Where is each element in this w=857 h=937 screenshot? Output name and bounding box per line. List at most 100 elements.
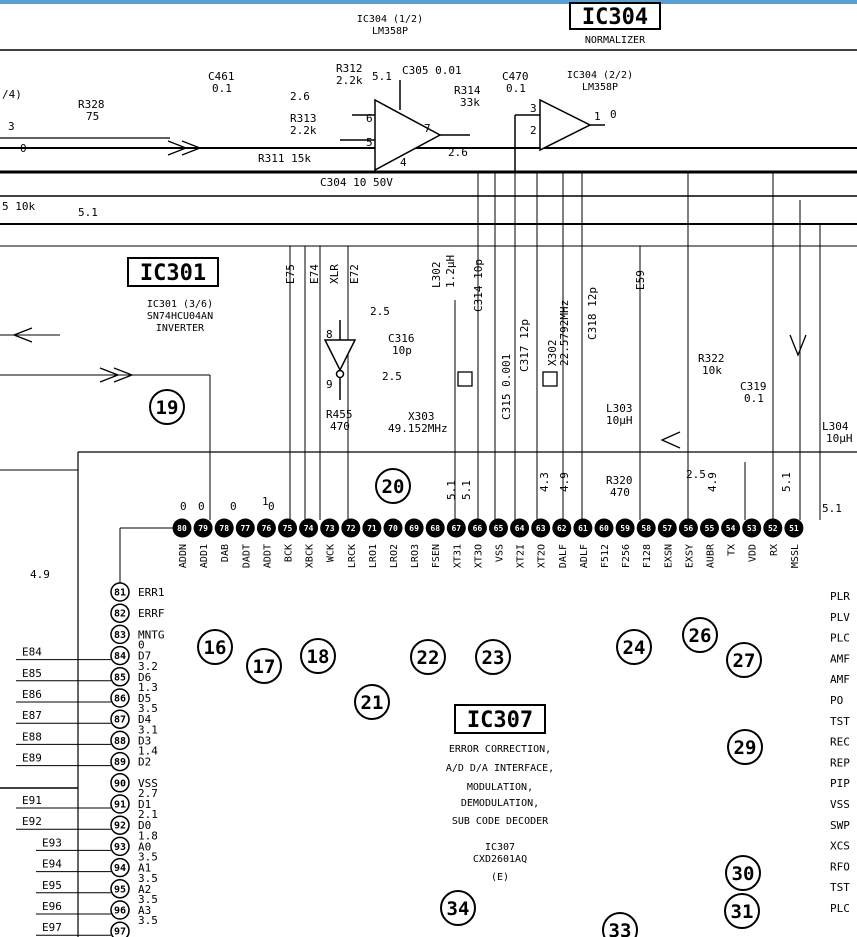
pin-marker [278, 518, 297, 538]
pin-name: LRO1 [368, 544, 379, 568]
edge-label: E89 [22, 752, 42, 765]
pin-number: 55 [705, 524, 715, 533]
callout-number: 16 [204, 637, 227, 659]
c318-label: C318 12p [586, 287, 599, 340]
pin-number: 53 [747, 524, 757, 533]
pin-marker [763, 518, 783, 538]
c319-value: 0.1 [744, 392, 764, 405]
pin-marker [362, 518, 382, 538]
pin-name: AUBR [706, 543, 717, 568]
volt-2-5-b: 2.5 [382, 370, 402, 383]
pin-marker [172, 518, 192, 538]
edge-label: E92 [22, 815, 42, 828]
r312-value: 2.2k [336, 74, 363, 87]
pin-number: 80 [177, 524, 187, 533]
pin-number: 58 [641, 524, 651, 533]
callout-number: 29 [734, 737, 757, 759]
pin-number: 90 [114, 778, 126, 789]
right-pin-label: AMF [830, 673, 850, 686]
edge-e59: E59 [634, 270, 647, 290]
left-edge-labels: /4) 3 5 10k 5.1 0 [2, 88, 98, 219]
pin-marker [467, 518, 487, 538]
callout-number: 19 [156, 397, 179, 419]
pin-number: 79 [198, 524, 208, 533]
pin-marker [425, 518, 445, 538]
callout-number: 26 [689, 625, 712, 647]
ic307-top-pins: 80ADDN79ADD178DAB77DADT76ADDT75BCK74XBCK… [172, 518, 804, 568]
pin-marker [110, 645, 130, 666]
signal-arrows [12, 140, 807, 449]
pin-marker [193, 518, 213, 538]
pin-name: ADDT [262, 544, 273, 568]
edge-label: E91 [22, 794, 42, 807]
pin-number: 70 [388, 524, 398, 533]
ic301-title-box: IC301 IC301 (3/6) SN74HCU04AN INVERTER [127, 257, 219, 334]
c316-value: 10p [392, 344, 412, 357]
r314-value: 33k [460, 96, 480, 109]
top-pin-voltage: 5.1 [445, 480, 458, 500]
pin-marker [784, 518, 804, 538]
volt-2-5-c: 2.5 [686, 468, 706, 481]
pin-voltage: 3.5 [138, 851, 158, 864]
callout-ring [616, 629, 652, 665]
pin-marker [110, 603, 130, 623]
pin-name: WCK [326, 544, 337, 562]
pin-voltage: 3.5 [138, 893, 158, 906]
pin-marker [110, 709, 130, 729]
pin-name: F128 [642, 544, 653, 568]
c470-ref: C470 [502, 70, 529, 83]
pin-name: LRO3 [410, 544, 421, 568]
volt-0-out: 0 [610, 108, 617, 121]
pin-name: D2 [138, 756, 151, 769]
pin-name: XT3O [473, 544, 484, 568]
pin-voltage: 2.1 [138, 808, 158, 821]
pin-name: TX [727, 544, 738, 556]
callout-20: 20 [375, 468, 411, 504]
pin-name: XT2I [516, 544, 527, 568]
component-labels: C461 0.1 R312 2.2k C305 0.01 R314 33k C4… [78, 62, 853, 499]
pin-marker [110, 879, 130, 899]
ic304-label: IC304 [582, 5, 648, 30]
r320-ref: R320 [606, 474, 633, 487]
top-pin-voltage: 4.3 [538, 472, 551, 492]
callout-ring [475, 639, 511, 675]
callout-ring [197, 629, 233, 665]
pin-number: 63 [536, 524, 546, 533]
callout-29: 29 [727, 729, 763, 765]
ic307-desc-1: ERROR CORRECTION, [449, 744, 551, 755]
ic301-desc-2: SN74HCU04AN [147, 311, 213, 322]
pin-voltage: 3.2 [138, 660, 158, 673]
right-pin-label: PLC [830, 632, 850, 645]
pin-name: D7 [138, 650, 151, 663]
pin-name: LRO2 [389, 544, 400, 568]
ic304-half1-part: LM358P [372, 26, 408, 37]
left-frag-1: /4) [2, 88, 22, 101]
right-pin-label: PLV [830, 611, 850, 624]
pin-name: A2 [138, 883, 151, 896]
l304-ref: L304 [822, 420, 849, 433]
pin-number: 81 [114, 588, 126, 599]
pin-name: DADT [241, 544, 252, 568]
left-volt-51: 5.1 [78, 206, 98, 219]
ic301-desc-3: INVERTER [156, 323, 205, 334]
callout-33: 33 [602, 912, 638, 937]
right-pin-label: SWP [830, 819, 850, 832]
pin-marker [110, 730, 130, 751]
r313-value: 2.2k [290, 124, 317, 137]
pin-number: 95 [114, 884, 126, 895]
volt-5-1-a: 5.1 [372, 70, 392, 83]
pin-label-8: 8 [326, 328, 333, 341]
